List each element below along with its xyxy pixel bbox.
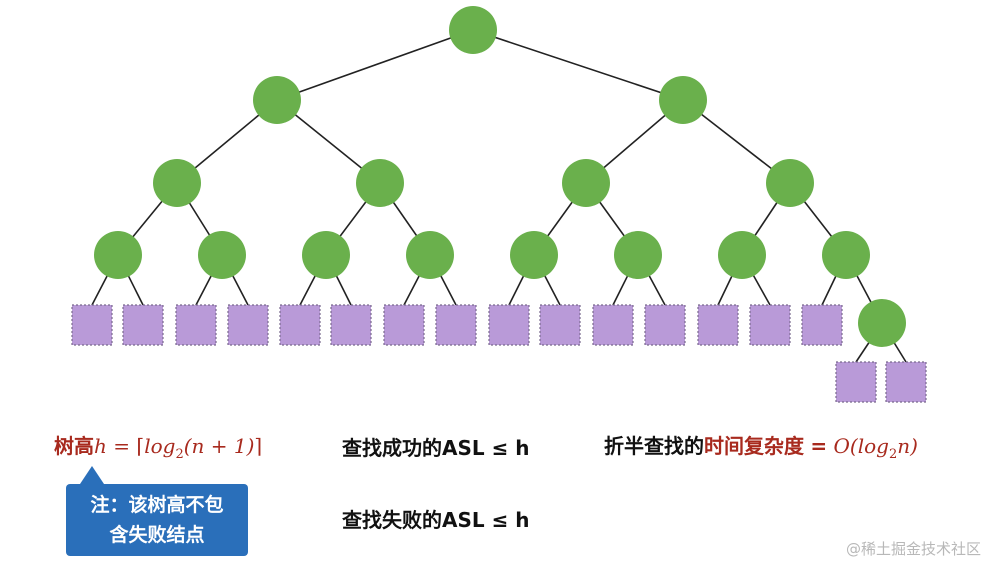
log-argument: (n + 1) [183, 434, 255, 458]
internal-node [718, 231, 766, 279]
binary-search-decision-tree [71, 6, 927, 403]
log-text: log [144, 434, 176, 458]
failure-node [801, 304, 843, 346]
note-pointer [80, 466, 104, 484]
failure-node [697, 304, 739, 346]
complexity-arg: n [897, 434, 911, 458]
tree-height-formula: 树高h = ⌈log2(n + 1)⌉ [54, 430, 262, 462]
internal-node [858, 299, 906, 347]
complexity-close: ) [910, 434, 918, 458]
internal-node [449, 6, 497, 54]
failure-node [749, 304, 791, 346]
equals-sign: = [113, 434, 131, 458]
tree-height-label: 树高 [54, 434, 94, 458]
log-base: 2 [175, 447, 184, 462]
tree-edge [276, 29, 474, 101]
failure-node [539, 304, 581, 346]
failure-node [435, 304, 477, 346]
internal-node [198, 231, 246, 279]
internal-node [94, 231, 142, 279]
failure-node [330, 304, 372, 346]
note-line-1: 注：该树高不包 [90, 494, 224, 516]
ceil-left: ⌈ [136, 434, 145, 458]
time-complexity: 折半查找的时间复杂度 = O(log2n) [604, 430, 918, 462]
internal-node [562, 159, 610, 207]
complexity-highlight: 时间复杂度 [704, 434, 804, 458]
failure-node [227, 304, 269, 346]
complexity-log: log [857, 434, 889, 458]
internal-node [356, 159, 404, 207]
failure-node [488, 304, 530, 346]
watermark: @稀土掘金技术社区 [845, 540, 981, 558]
note-line-2: 含失败结点 [109, 524, 205, 546]
internal-node [766, 159, 814, 207]
failure-node [175, 304, 217, 346]
tree-edge [472, 29, 684, 101]
failure-node [592, 304, 634, 346]
ceil-right: ⌉ [254, 434, 263, 458]
internal-node [659, 76, 707, 124]
failure-node [383, 304, 425, 346]
note-callout: 注：该树高不包 含失败结点 [66, 484, 248, 556]
complexity-prefix: 折半查找的 [604, 434, 704, 458]
failure-node [279, 304, 321, 346]
asl-success: 查找成功的ASL ≤ h [342, 436, 530, 460]
internal-node [153, 159, 201, 207]
big-o: O( [833, 434, 858, 458]
internal-node [253, 76, 301, 124]
failure-node [122, 304, 164, 346]
failure-node [644, 304, 686, 346]
internal-node [302, 231, 350, 279]
asl-fail: 查找失败的ASL ≤ h [342, 508, 530, 532]
failure-node [835, 361, 877, 403]
complexity-log-base: 2 [888, 447, 898, 462]
height-symbol: h [94, 434, 107, 458]
internal-node [510, 231, 558, 279]
internal-node [822, 231, 870, 279]
complexity-equals: = [810, 434, 828, 458]
internal-node [614, 231, 662, 279]
failure-node [885, 361, 927, 403]
failure-node [71, 304, 113, 346]
internal-node [406, 231, 454, 279]
